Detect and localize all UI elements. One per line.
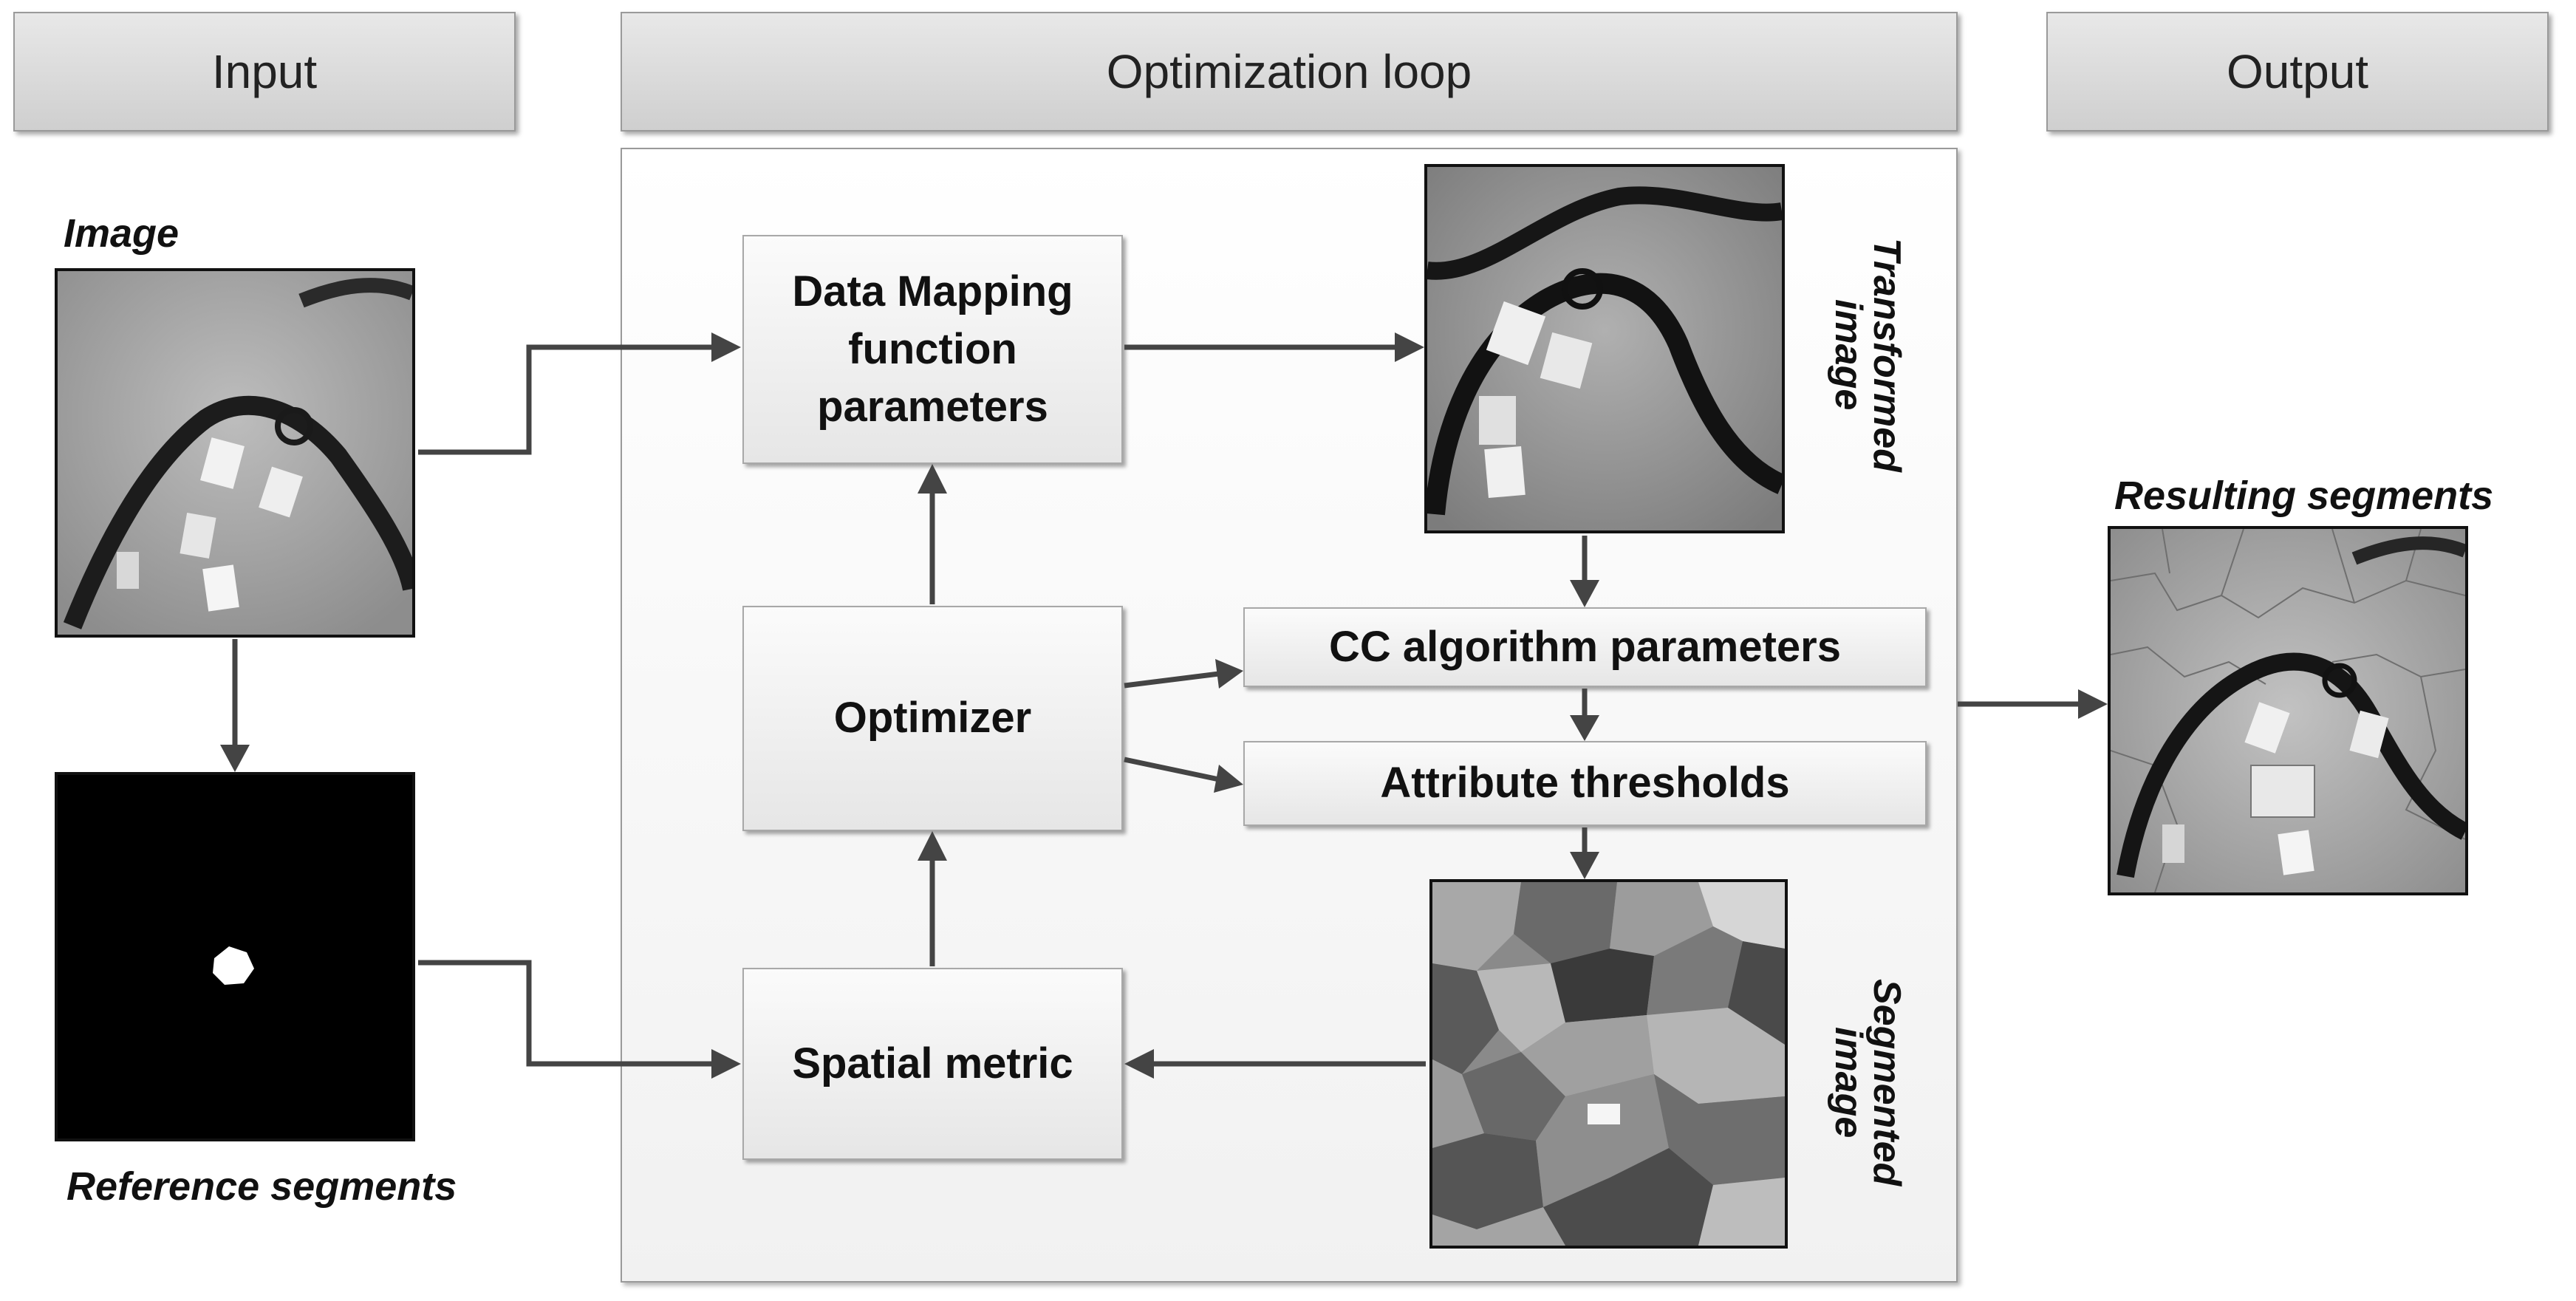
data-mapping-box: Data Mapping function parameters [742, 235, 1123, 464]
spatial-metric-box: Spatial metric [742, 968, 1123, 1160]
input-header: Input [13, 12, 516, 132]
arrowhead-data-mapping [711, 332, 741, 362]
arrowhead-optimizer-bottom [918, 831, 947, 861]
arrowhead-cc-left [1215, 659, 1243, 689]
data-mapping-line3: parameters [817, 383, 1048, 431]
transformed-image-label-line1: Transformed [1865, 237, 1908, 472]
transformed-image-picture [1427, 167, 1782, 530]
data-mapping-line2: function [848, 324, 1017, 373]
input-header-label: Input [211, 45, 318, 98]
spatial-metric-label: Spatial metric [792, 1039, 1073, 1087]
resulting-segments-label: Resulting segments [2114, 474, 2494, 518]
data-mapping-line1: Data Mapping [792, 267, 1073, 315]
cc-algorithm-label: CC algorithm parameters [1329, 622, 1841, 671]
cc-algorithm-box: CC algorithm parameters [1243, 607, 1927, 687]
input-image [55, 268, 415, 638]
reference-segments-picture [58, 775, 412, 1138]
optimization-loop-header: Optimization loop [621, 12, 1958, 132]
transformed-image [1424, 164, 1785, 533]
arrow-image-to-data-mapping [418, 344, 715, 455]
image-label: Image [64, 211, 180, 256]
attribute-thresholds-label: Attribute thresholds [1380, 759, 1790, 807]
arrowhead-spatial-metric-left [711, 1049, 741, 1079]
optimization-loop-header-label: Optimization loop [1106, 45, 1472, 98]
segmented-image-label: Segmented image [1795, 923, 1908, 1241]
arrowhead-spatial-metric-right [1124, 1049, 1154, 1079]
arrowhead-cc-top [1570, 580, 1599, 607]
arrowhead-attribute-top [1570, 715, 1599, 741]
arrowhead-reference [220, 745, 250, 772]
optimizer-box: Optimizer [742, 606, 1123, 831]
segmented-image-label-line2: image [1827, 1026, 1870, 1138]
output-header: Output [2046, 12, 2549, 132]
arrow-optimizer-to-cc [1124, 671, 1220, 689]
transformed-image-label: Transformed image [1795, 199, 1908, 510]
optimizer-label: Optimizer [833, 694, 1032, 742]
reference-segments-image [55, 772, 415, 1141]
resulting-segments-picture [2111, 529, 2465, 892]
segmented-image [1429, 879, 1788, 1249]
arrow-optimizer-to-attribute [1124, 757, 1220, 782]
segmented-image-picture [1432, 882, 1785, 1246]
transformed-image-label-line2: image [1827, 298, 1870, 411]
arrowhead-segmented-top [1570, 852, 1599, 879]
attribute-thresholds-box: Attribute thresholds [1243, 741, 1927, 826]
resulting-segments-image [2108, 526, 2468, 895]
arrowhead-transformed [1395, 332, 1424, 362]
arrow-reference-to-spatial-metric [418, 960, 715, 1067]
input-image-picture [58, 271, 412, 635]
arrowhead-data-mapping-bottom [918, 464, 947, 494]
output-header-label: Output [2226, 45, 2369, 98]
segmented-image-label-line1: Segmented [1865, 978, 1908, 1186]
reference-segments-label: Reference segments [66, 1164, 457, 1209]
arrowhead-output [2078, 689, 2108, 719]
arrowhead-attribute-left [1214, 765, 1243, 793]
